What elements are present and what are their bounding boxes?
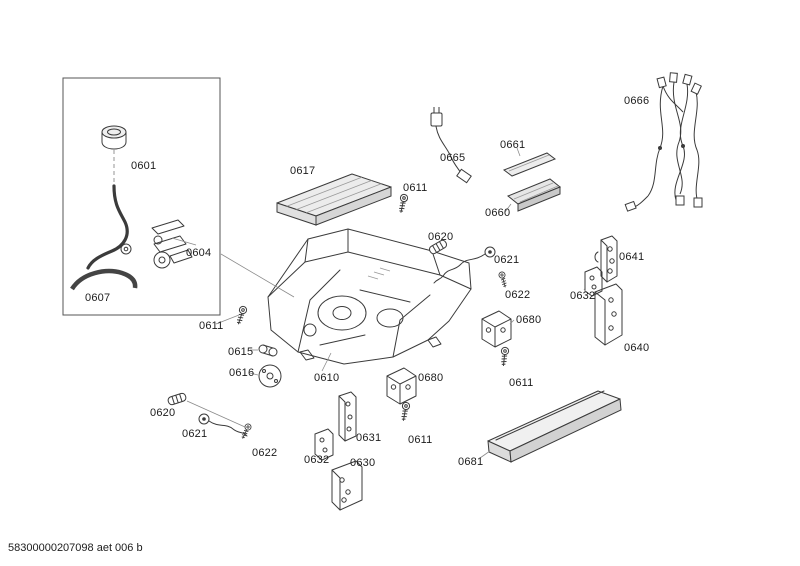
part-label-0666: 0666 (624, 95, 650, 107)
part-0640-hinge-plate (594, 283, 623, 346)
document-number: 58300000207098 aet 006 b (8, 542, 143, 554)
part-label-0615: 0615 (228, 346, 254, 358)
part-label-0607: 0607 (85, 292, 111, 304)
part-0611-screw-top (396, 193, 409, 214)
part-0680-bracket-bottom (386, 367, 417, 405)
part-label-0681: 0681 (458, 456, 484, 468)
part-0621-sensor-left-head (198, 413, 210, 425)
part-label-0660: 0660 (485, 207, 511, 219)
part-0611-screw-right (499, 346, 510, 367)
part-label-0610: 0610 (314, 372, 340, 384)
part-0680-bracket-right (481, 310, 512, 348)
part-label-0680-right: 0680 (516, 314, 542, 326)
part-label-0661: 0661 (500, 139, 526, 151)
part-0661-cover-strip (502, 152, 557, 177)
part-label-0632-bottom: 0632 (304, 454, 330, 466)
detail-box (62, 77, 221, 316)
part-label-0611-right: 0611 (509, 377, 534, 389)
part-label-0611-top: 0611 (403, 182, 428, 194)
part-label-0620-left: 0620 (150, 407, 176, 419)
part-0665-cable (430, 107, 472, 184)
part-label-0611-left: 0611 (199, 320, 224, 332)
part-label-0616: 0616 (229, 367, 255, 379)
part-label-0630: 0630 (350, 457, 376, 469)
part-0601-cap (86, 125, 132, 270)
part-0631-hinge-plate (338, 391, 357, 442)
part-0611-screw-bottom (399, 401, 411, 422)
part-label-0621-right: 0621 (494, 254, 520, 266)
part-0604-valve-assembly (151, 219, 193, 269)
part-0641-hinge-bracket (594, 235, 618, 283)
part-0610-base-assembly (267, 228, 472, 365)
part-0630-hinge-plate (331, 460, 363, 511)
part-label-0632-right: 0632 (570, 290, 596, 302)
part-label-0631: 0631 (356, 432, 382, 444)
leader-lines (171, 147, 587, 459)
part-label-0622-right: 0622 (505, 289, 531, 301)
part-label-0617: 0617 (290, 165, 316, 177)
part-0622-screw-right (497, 270, 509, 289)
part-0616-disc (258, 364, 282, 388)
part-0617-control-module (276, 173, 392, 226)
part-0666-wiring-harness (624, 72, 703, 212)
part-0621-sensor-left (208, 420, 248, 437)
part-0660-module (507, 178, 561, 212)
part-label-0601: 0601 (131, 160, 157, 172)
part-label-0611-bottom: 0611 (408, 434, 433, 446)
part-0607-hose (70, 268, 138, 291)
part-0615-bracket (258, 344, 278, 357)
part-label-0621-left: 0621 (182, 428, 208, 440)
part-label-0622-bottom: 0622 (252, 447, 278, 459)
part-label-0640: 0640 (624, 342, 650, 354)
part-label-0604: 0604 (186, 247, 212, 259)
part-label-0665: 0665 (440, 152, 466, 164)
part-0632-bracket-bottom (314, 428, 334, 461)
part-label-0641: 0641 (619, 251, 645, 263)
part-label-0620-top: 0620 (428, 231, 454, 243)
part-0620-roller-left (166, 391, 188, 407)
part-0621-sensor-right (433, 253, 486, 284)
part-0681-panel (487, 390, 622, 463)
part-label-0680-bottom: 0680 (418, 372, 444, 384)
